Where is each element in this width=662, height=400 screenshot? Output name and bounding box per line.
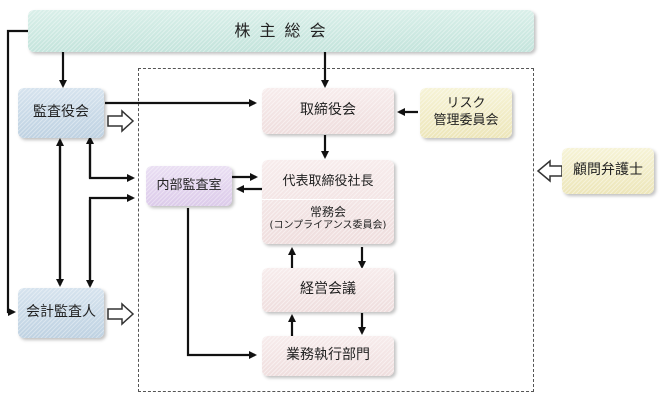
board-of-directors-label: 取締役会 xyxy=(300,102,356,119)
hollow-arrow-advisor xyxy=(536,159,563,183)
management-meeting-box: 経営会議 xyxy=(262,268,394,312)
president-divider xyxy=(262,199,394,201)
business-divisions-label: 業務執行部門 xyxy=(286,347,370,364)
shareholders-meeting-label: 株 主 総 会 xyxy=(234,21,328,40)
president-executive-box: 代表取締役社長 常務会 (コンプライアンス委員会) xyxy=(262,160,394,244)
legal-advisor-label: 顧問弁護士 xyxy=(573,162,643,179)
hollow-arrow-accounting xyxy=(107,302,135,326)
audit-board-label: 監査役会 xyxy=(33,104,89,121)
arrow-audit-internal xyxy=(88,139,135,182)
management-meeting-label: 経営会議 xyxy=(300,281,356,298)
arrow-internal-to-business xyxy=(186,208,257,359)
risk-committee-label-1: リスク xyxy=(446,96,486,112)
risk-committee-box: リスク 管理委員会 xyxy=(420,88,512,138)
executive-committee-note: (コンプライアンス委員会) xyxy=(269,220,387,232)
risk-committee-label-2: 管理委員会 xyxy=(433,113,499,128)
accounting-auditor-label: 会計監査人 xyxy=(26,304,96,321)
accounting-auditor-box: 会計監査人 xyxy=(18,288,104,338)
hollow-arrow-audit xyxy=(107,109,135,133)
legal-advisor-box: 顧問弁護士 xyxy=(562,148,654,194)
company-boundary-frame xyxy=(138,68,534,392)
executive-committee-label: 常務会 xyxy=(309,205,346,220)
business-divisions-box: 業務執行部門 xyxy=(262,336,394,376)
internal-audit-office-box: 内部監査室 xyxy=(146,166,232,206)
arrow-internal-accounting xyxy=(88,194,135,286)
internal-audit-office-label: 内部監査室 xyxy=(156,177,222,193)
arrow-shareholders-to-accounting xyxy=(6,29,28,314)
president-label: 代表取締役社長 xyxy=(282,174,374,189)
audit-board-box: 監査役会 xyxy=(18,88,104,138)
shareholders-meeting-box: 株 主 総 会 xyxy=(28,10,534,52)
board-of-directors-box: 取締役会 xyxy=(262,88,394,134)
